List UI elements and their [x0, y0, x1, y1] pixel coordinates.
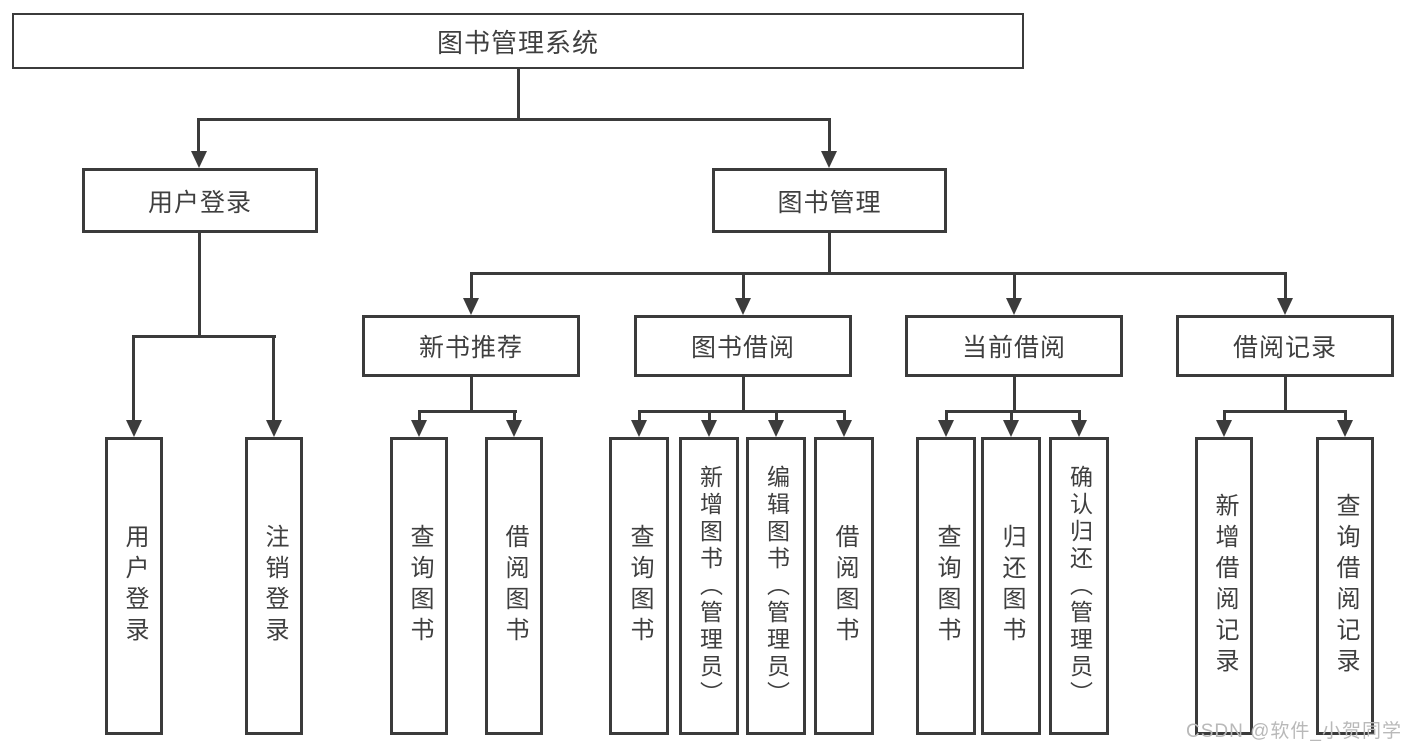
leaf-borrow-books: 借阅图书: [814, 437, 874, 735]
connector-line: [1223, 410, 1226, 421]
connector-line: [945, 410, 948, 421]
arrow-down-icon: [631, 420, 647, 437]
leaf-query-books-current: 查询图书: [916, 437, 976, 735]
connector-line: [517, 69, 520, 118]
node-label: 新书推荐: [418, 334, 523, 362]
connector-line: [1284, 377, 1287, 410]
leaf-edit-books-admin: 编辑图书（管理员）: [746, 437, 806, 735]
connector-line: [1013, 272, 1016, 300]
connector-line: [513, 410, 516, 421]
node-current-borrow: 当前借阅: [905, 315, 1123, 377]
arrow-down-icon: [735, 298, 751, 315]
connector-line: [828, 233, 831, 272]
node-user-login: 用户登录: [82, 168, 318, 233]
leaf-query-books-recommend: 查询图书: [390, 437, 448, 735]
leaf-user-login: 用户登录: [105, 437, 163, 735]
connector-line: [1344, 410, 1347, 421]
connector-line: [945, 410, 1081, 413]
connector-line: [272, 335, 275, 421]
connector-line: [470, 272, 473, 300]
node-label: 用户登录: [147, 188, 252, 217]
arrow-down-icon: [836, 420, 852, 437]
node-label: 图书管理系统: [436, 27, 599, 58]
node-label: 查询图书: [933, 524, 960, 648]
node-label: 图书借阅: [690, 334, 795, 362]
connector-line: [638, 410, 641, 421]
connector-line: [1223, 410, 1347, 413]
arrow-down-icon: [1003, 420, 1019, 437]
arrow-down-icon: [1277, 298, 1293, 315]
node-label: 当前借阅: [961, 334, 1066, 362]
connector-line: [638, 410, 846, 413]
arrow-down-icon: [463, 298, 479, 315]
node-new-book-recommend: 新书推荐: [362, 315, 580, 377]
leaf-query-books-borrow: 查询图书: [609, 437, 669, 735]
arrow-down-icon: [1006, 298, 1022, 315]
node-label: 用户登录: [121, 524, 148, 648]
leaf-add-borrow-record: 新增借阅记录: [1195, 437, 1253, 735]
node-label: 借阅图书: [501, 524, 528, 648]
arrow-down-icon: [701, 420, 717, 437]
node-label: 借阅记录: [1232, 334, 1337, 362]
node-label: 查询图书: [406, 524, 433, 648]
node-label: 查询借阅记录: [1332, 493, 1359, 679]
connector-line: [828, 118, 831, 152]
connector-line: [742, 377, 745, 410]
arrow-down-icon: [411, 420, 427, 437]
arrow-down-icon: [266, 420, 282, 437]
connector-line: [742, 272, 745, 300]
connector-line: [418, 410, 517, 413]
connector-line: [198, 233, 201, 335]
arrow-down-icon: [1216, 420, 1232, 437]
connector-line: [198, 118, 831, 121]
node-label: 新增借阅记录: [1211, 493, 1238, 679]
leaf-confirm-return-admin: 确认归还（管理员）: [1049, 437, 1109, 735]
arrow-down-icon: [768, 420, 784, 437]
connector-line: [418, 410, 421, 421]
node-label: 编辑图书（管理员）: [763, 464, 790, 708]
connector-line: [1010, 410, 1013, 421]
node-book-borrow: 图书借阅: [634, 315, 852, 377]
connector-line: [132, 335, 135, 421]
csdn-watermark: CSDN @软件_小贺同学: [1186, 721, 1402, 742]
node-label: 归还图书: [998, 524, 1025, 648]
leaf-logout: 注销登录: [245, 437, 303, 735]
connector-line: [708, 410, 711, 421]
arrow-down-icon: [191, 151, 207, 168]
node-label: 查询图书: [626, 524, 653, 648]
node-label: 借阅图书: [831, 524, 858, 648]
leaf-add-books-admin: 新增图书（管理员）: [679, 437, 739, 735]
connector-line: [1284, 272, 1287, 300]
arrow-down-icon: [1337, 420, 1353, 437]
arrow-down-icon: [821, 151, 837, 168]
connector-line: [843, 410, 846, 421]
node-label: 图书管理: [777, 188, 882, 217]
connector-line: [775, 410, 778, 421]
node-label: 注销登录: [261, 524, 288, 648]
node-library-management-system: 图书管理系统: [12, 13, 1024, 69]
node-label: 确认归还（管理员）: [1066, 464, 1093, 708]
connector-line: [470, 272, 1287, 275]
node-borrow-records: 借阅记录: [1176, 315, 1394, 377]
connector-line: [470, 377, 473, 410]
connector-line: [1013, 377, 1016, 410]
node-book-management: 图书管理: [712, 168, 947, 233]
node-label: 新增图书（管理员）: [696, 464, 723, 708]
leaf-return-books: 归还图书: [981, 437, 1041, 735]
arrow-down-icon: [938, 420, 954, 437]
connector-line: [1078, 410, 1081, 421]
connector-line: [133, 335, 276, 338]
leaf-borrow-books-recommend: 借阅图书: [485, 437, 543, 735]
connector-line: [197, 118, 200, 152]
arrow-down-icon: [126, 420, 142, 437]
arrow-down-icon: [1071, 420, 1087, 437]
arrow-down-icon: [506, 420, 522, 437]
leaf-query-borrow-record: 查询借阅记录: [1316, 437, 1374, 735]
